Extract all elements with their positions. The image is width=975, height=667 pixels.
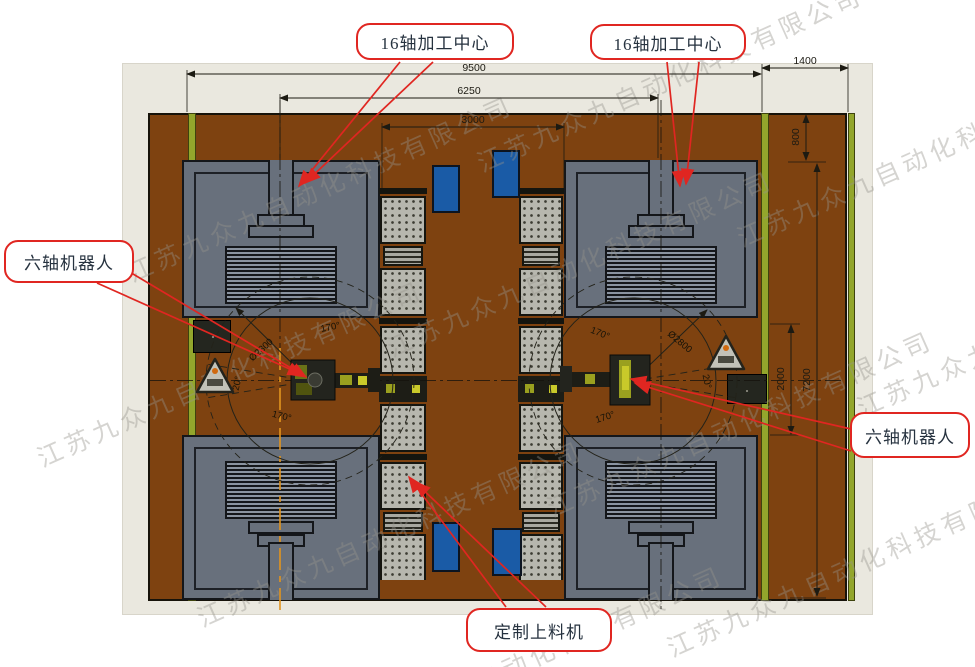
machining-center-bottom-left bbox=[182, 435, 380, 600]
pallet bbox=[519, 326, 563, 374]
pallet bbox=[380, 326, 426, 374]
machine-step bbox=[628, 521, 694, 534]
pallet bbox=[519, 268, 563, 316]
pallet bbox=[380, 534, 426, 580]
safety-strip-right-inner bbox=[761, 113, 769, 601]
callout-label: 定制上料机 bbox=[494, 622, 584, 642]
pallet bbox=[519, 462, 563, 510]
machine-spindle-neck bbox=[268, 542, 294, 600]
machining-center-bottom-right bbox=[564, 435, 758, 600]
conveyor-end-cap bbox=[379, 188, 427, 194]
callout-label: 16轴加工中心 bbox=[613, 34, 723, 54]
callout-custom-feeder: 定制上料机 bbox=[466, 608, 612, 652]
conveyor-frame bbox=[379, 454, 427, 460]
control-cabinet-left bbox=[193, 320, 231, 353]
machining-center-top-left bbox=[182, 160, 380, 318]
callout-label: 六轴机器人 bbox=[24, 254, 114, 273]
machine-hatch-block bbox=[605, 461, 717, 519]
callout-machining-center-right: 16轴加工中心 bbox=[590, 24, 746, 60]
pallet bbox=[519, 534, 563, 580]
tray bbox=[522, 512, 560, 532]
conveyor-end-cap bbox=[518, 188, 564, 194]
pallet bbox=[380, 268, 426, 316]
callout-label: 六轴机器人 bbox=[865, 427, 955, 447]
safety-strip-right-outer bbox=[848, 113, 855, 601]
callout-six-axis-robot-left: 六轴机器人 bbox=[4, 240, 134, 283]
tray bbox=[383, 246, 423, 266]
pallet bbox=[519, 404, 563, 452]
material-bin bbox=[492, 528, 522, 576]
conveyor-frame bbox=[379, 318, 427, 324]
pallet bbox=[380, 196, 426, 244]
machine-spindle-neck bbox=[268, 160, 294, 216]
conveyor-frame bbox=[518, 318, 564, 324]
material-bin bbox=[432, 165, 460, 213]
tray bbox=[383, 512, 423, 532]
machine-spindle-neck bbox=[648, 542, 674, 600]
machine-spindle-neck bbox=[648, 160, 674, 216]
callout-label: 16轴加工中心 bbox=[380, 34, 490, 53]
transfer-station bbox=[379, 376, 427, 402]
feeder-conveyor-left bbox=[379, 188, 427, 580]
pallet bbox=[380, 462, 426, 510]
machining-center-top-right bbox=[564, 160, 758, 318]
control-cabinet-right bbox=[727, 374, 767, 404]
transfer-station bbox=[518, 376, 564, 402]
callout-six-axis-robot-right: 六轴机器人 bbox=[850, 412, 970, 458]
pallet bbox=[380, 404, 426, 452]
machine-hatch-block bbox=[225, 246, 337, 304]
material-bin bbox=[432, 522, 460, 572]
machine-hatch-block bbox=[225, 461, 337, 519]
feeder-conveyor-right bbox=[518, 188, 564, 580]
callout-machining-center-left: 16轴加工中心 bbox=[356, 23, 514, 60]
tray bbox=[522, 246, 560, 266]
material-bin bbox=[492, 150, 520, 198]
machine-step bbox=[248, 521, 314, 534]
pallet bbox=[519, 196, 563, 244]
machine-hatch-block bbox=[605, 246, 717, 304]
conveyor-frame bbox=[518, 454, 564, 460]
